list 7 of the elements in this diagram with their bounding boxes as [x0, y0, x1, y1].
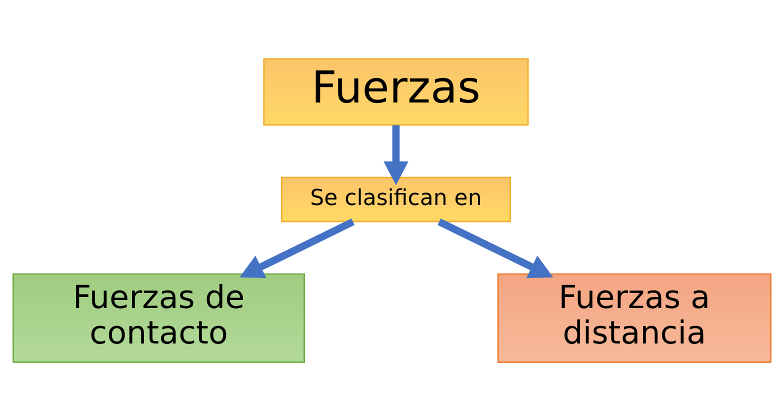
arrow	[383, 124, 408, 185]
node-box: Fuerzas a distancia	[497, 272, 772, 362]
node-box: Se clasifican en	[280, 176, 512, 222]
arrow	[438, 218, 554, 278]
node-box: Fuerzas	[263, 58, 529, 126]
arrow	[240, 218, 355, 278]
node-box: Fuerzas de contacto	[12, 272, 305, 362]
